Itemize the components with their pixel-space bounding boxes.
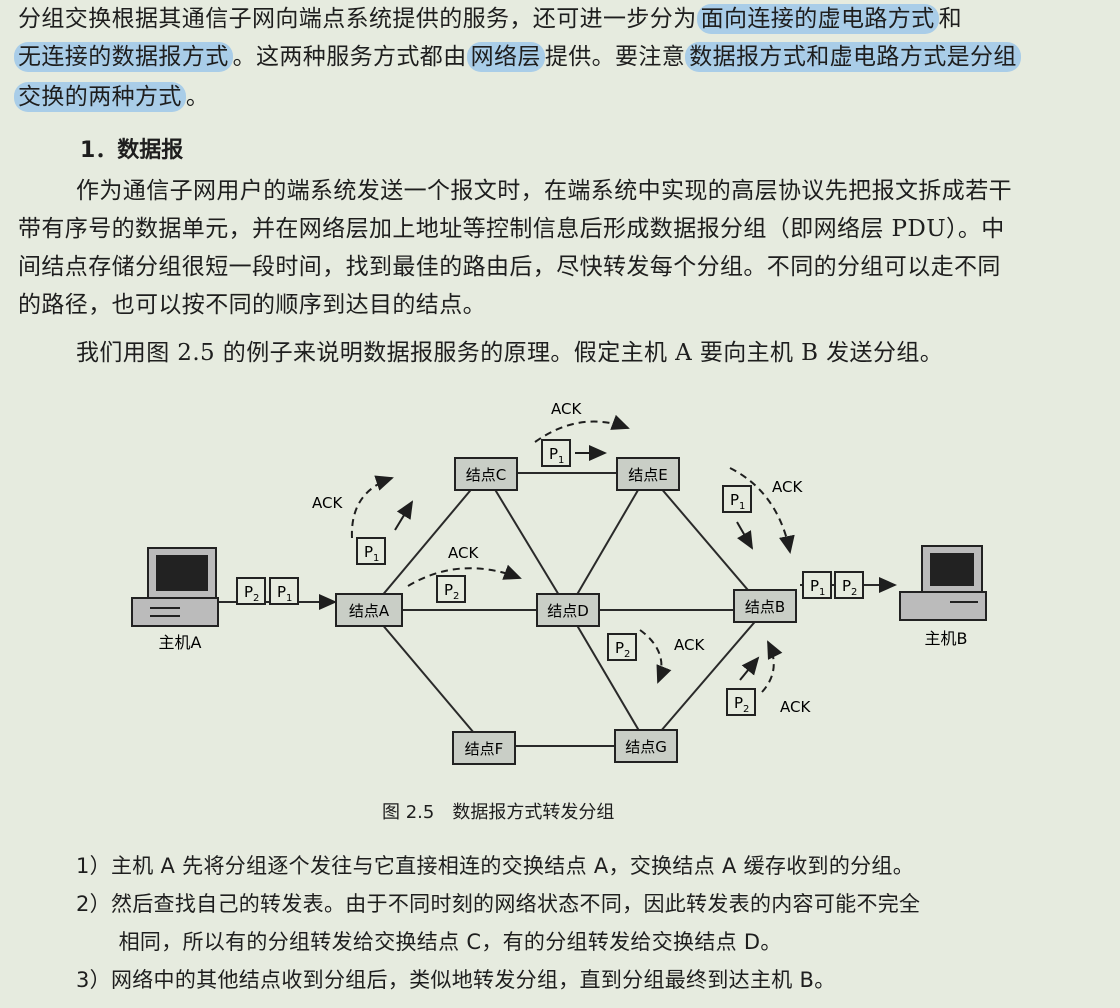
ack-label: ACK	[674, 636, 705, 654]
packet-p2-D-to-G: P2	[607, 633, 637, 661]
ack-label: ACK	[780, 698, 811, 716]
node-b-label: 结点B	[745, 598, 785, 616]
step-1: 1）主机 A 先将分组逐个发往与它直接相连的交换结点 A，交换结点 A 缓存收到…	[76, 854, 915, 878]
node-e-label: 结点E	[628, 466, 667, 484]
svg-text:P1: P1	[730, 491, 745, 512]
step-3: 3）网络中的其他结点收到分组后，类似地转发分组，直到分组最终到达主机 B。	[76, 968, 836, 992]
node-g: 结点G	[614, 729, 678, 763]
intro-text: 和	[938, 6, 963, 32]
node-d: 结点D	[536, 593, 600, 627]
ack-label: ACK	[551, 400, 582, 418]
packet-p2-A-to-D: P2	[436, 575, 466, 603]
node-f-label: 结点F	[465, 740, 504, 758]
forward-arrow-icon	[739, 656, 760, 681]
step-2: 2）然后查找自己的转发表。由于不同时刻的网络状态不同，因此转发表的内容可能不完全	[76, 892, 921, 916]
ack-label: ACK	[312, 494, 343, 512]
highlight-two-modes-cont: 交换的两种方式	[14, 82, 186, 112]
ack-arrow-icon	[407, 564, 522, 587]
packet-p1-E-to-B: P1	[722, 485, 752, 513]
intro-line-2: 无连接的数据报方式。这两种服务方式都由网络层提供。要注意数据报方式和虚电路方式是…	[14, 38, 1021, 76]
ack-label: ACK	[772, 478, 803, 496]
packet-p1-A-to-C: P1	[356, 537, 386, 565]
highlight-datagram: 无连接的数据报方式	[14, 42, 233, 72]
ack-arrow-icon	[729, 467, 795, 554]
intro-text: 分组交换根据其通信子网向端点系统提供的服务，还可进一步分为	[18, 6, 697, 32]
svg-text:P1: P1	[364, 543, 379, 564]
intro-text: 。这两种服务方式都由	[232, 44, 467, 70]
intro-line-1: 分组交换根据其通信子网向端点系统提供的服务，还可进一步分为面向连接的虚电路方式和	[18, 0, 962, 38]
node-a-label: 结点A	[349, 602, 390, 620]
host-a-computer-icon	[131, 547, 219, 627]
host-a-label: 主机A	[159, 633, 202, 652]
packet-p2-hostA: P2	[236, 577, 266, 605]
node-c-label: 结点C	[466, 466, 506, 484]
body-line-3: 间结点存储分组很短一段时间，找到最佳的路由后，尽快转发每个分组。不同的分组可以走…	[18, 254, 1001, 280]
host-b-label: 主机B	[925, 629, 968, 648]
svg-text:P2: P2	[734, 694, 749, 715]
ack-arrow-icon	[639, 629, 672, 684]
forward-arrow-icon	[736, 521, 753, 550]
body-line-2: 带有序号的数据单元，并在网络层加上地址等控制信息后形成数据报分组（即网络层 PD…	[18, 216, 1005, 242]
intro-text: 提供。要注意	[544, 44, 686, 70]
ack-arrow-icon	[350, 475, 394, 539]
node-b: 结点B	[733, 589, 797, 623]
forward-arrow-icon	[394, 500, 414, 531]
node-e: 结点E	[616, 457, 680, 491]
packet-p1-B-out: P1	[802, 571, 832, 599]
ack-label: ACK	[448, 544, 479, 562]
node-f: 结点F	[452, 731, 516, 765]
step-2-cont: 相同，所以有的分组转发给交换结点 C，有的分组转发给交换结点 D。	[76, 930, 782, 954]
node-c: 结点C	[454, 457, 518, 491]
packet-p2-G-to-B: P2	[726, 688, 756, 716]
host-b-computer-icon	[899, 545, 987, 621]
svg-text:P2: P2	[615, 639, 630, 660]
figure-caption: 图 2.5 数据报方式转发分组	[382, 802, 615, 823]
body-line-4: 的路径，也可以按不同的顺序到达目的结点。	[18, 292, 486, 318]
node-g-label: 结点G	[625, 738, 667, 756]
node-d-label: 结点D	[547, 602, 589, 620]
node-a: 结点A	[335, 593, 403, 627]
section-heading: 1．数据报	[80, 138, 184, 163]
svg-text:P1: P1	[277, 583, 292, 604]
intro-line-3: 交换的两种方式。	[14, 78, 209, 116]
packet-p2-B-out: P2	[834, 571, 864, 599]
packet-p1-C-to-E: P1	[541, 439, 571, 467]
highlight-network-layer: 网络层	[466, 42, 545, 72]
svg-text:P1: P1	[810, 577, 825, 598]
body-line-1: 作为通信子网用户的端系统发送一个报文时，在端系统中实现的高层协议先把报文拆成若干	[76, 178, 1012, 204]
datagram-figure: 结点A 结点C 结点E 结点D 结点B 结点F 结点G	[131, 400, 987, 765]
highlight-two-modes: 数据报方式和虚电路方式是分组	[685, 42, 1021, 72]
svg-text:P2: P2	[444, 581, 459, 602]
body-line-5: 我们用图 2.5 的例子来说明数据报服务的原理。假定主机 A 要向主机 B 发送…	[76, 340, 944, 366]
ack-arrow-icon	[534, 414, 630, 443]
highlight-virtual-circuit: 面向连接的虚电路方式	[696, 4, 939, 34]
packet-p1-hostA: P1	[269, 577, 299, 605]
svg-text:P2: P2	[842, 577, 857, 598]
svg-text:P2: P2	[244, 583, 259, 604]
ack-arrow-icon	[761, 640, 783, 693]
svg-text:P1: P1	[549, 445, 564, 466]
intro-text: 。	[185, 84, 210, 110]
